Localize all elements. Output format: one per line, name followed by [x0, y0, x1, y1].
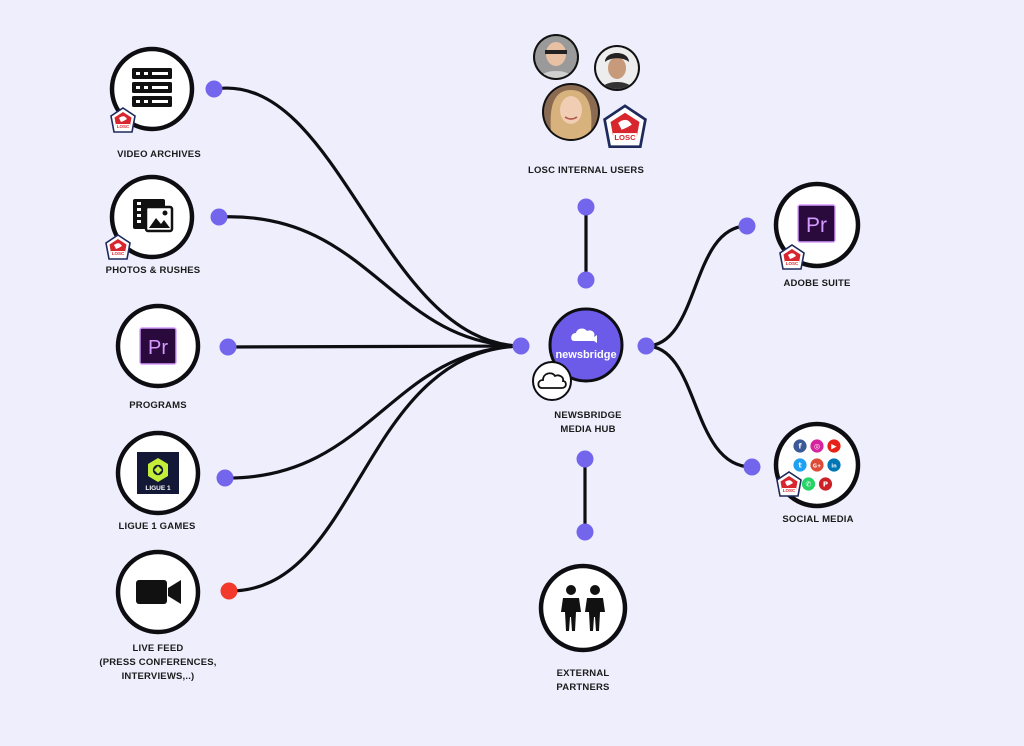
label-photos-rushes: PHOTOS & RUSHES — [105, 265, 201, 276]
avatar-curly-hair-man — [594, 45, 640, 91]
svg-text:▶: ▶ — [831, 443, 837, 451]
svg-text:in: in — [831, 464, 837, 470]
label-programs: PROGRAMS — [129, 400, 187, 411]
svg-text:✆: ✆ — [806, 481, 812, 489]
label-live-feed: LIVE FEED (PRESS CONFERENCES, INTERVIEWS… — [99, 643, 217, 682]
label-hub: NEWSBRIDGE MEDIA HUB — [554, 410, 622, 435]
hub-logo-text: newsbridge — [555, 349, 616, 361]
avatar-bald-man — [533, 34, 579, 80]
svg-text:Pr: Pr — [148, 337, 168, 359]
line-live-feed — [227, 344, 522, 593]
node-live-feed[interactable] — [115, 549, 201, 635]
svg-text:Pr: Pr — [806, 214, 827, 237]
cloud-icon — [532, 361, 572, 401]
label-external-partners: EXTERNAL PARTNERS — [556, 668, 610, 693]
connector-dot[interactable] — [210, 208, 228, 226]
line-social-media — [644, 344, 754, 469]
newsbridge-logo-icon — [571, 328, 597, 343]
connector-dot[interactable] — [512, 337, 530, 355]
node-external-partners[interactable] — [538, 563, 628, 653]
youtube-icon: ▶ — [827, 439, 841, 453]
line-ligue1 — [223, 344, 522, 480]
newsbridge-hub[interactable]: newsbridge — [532, 307, 624, 401]
connector-dot[interactable] — [738, 217, 756, 235]
whatsapp-icon: ✆ — [801, 477, 816, 491]
live-connector-dot[interactable] — [220, 582, 238, 600]
svg-text:◎: ◎ — [814, 443, 820, 451]
line-photos-rushes — [217, 215, 522, 348]
connector-dot[interactable] — [577, 198, 595, 216]
connector-dot[interactable] — [219, 338, 237, 356]
server-icon — [132, 68, 172, 107]
node-photos-rushes[interactable] — [105, 174, 195, 260]
node-programs[interactable]: Pr — [115, 303, 201, 389]
label-ligue1-games: LIGUE 1 GAMES — [118, 521, 196, 532]
svg-text:f: f — [798, 443, 802, 451]
premiere-pro-icon: Pr — [797, 204, 836, 243]
connector-dot[interactable] — [205, 80, 223, 98]
label-internal-users: LOSC INTERNAL USERS — [527, 165, 645, 176]
ligue1-logo-icon: LIGUE 1 — [137, 452, 179, 494]
connector-dot[interactable] — [743, 458, 761, 476]
svg-text:P: P — [823, 481, 828, 489]
pinterest-icon: P — [818, 477, 833, 491]
node-ligue1-games[interactable]: LIGUE 1 — [115, 430, 201, 516]
connector-dot[interactable] — [637, 337, 655, 355]
losc-badge-icon — [603, 104, 647, 149]
google-plus-icon: G+ — [810, 458, 824, 472]
connector-dot[interactable] — [576, 523, 594, 541]
twitter-icon: t — [793, 458, 807, 472]
linkedin-icon: in — [827, 458, 841, 472]
social-icons: f ◎ ▶ t G+ in ✆ P — [793, 439, 841, 491]
connector-dots — [205, 80, 761, 600]
label-social-media: SOCIAL MEDIA — [782, 514, 854, 525]
line-video-archives — [212, 86, 522, 348]
svg-text:t: t — [798, 462, 802, 470]
connector-dot[interactable] — [577, 271, 595, 289]
node-video-archives[interactable] — [109, 46, 195, 133]
svg-text:G+: G+ — [813, 464, 821, 470]
video-camera-icon — [136, 580, 181, 604]
node-social-media[interactable]: f ◎ ▶ t G+ in ✆ P — [773, 421, 861, 509]
node-adobe-suite[interactable]: Pr — [773, 181, 861, 270]
svg-text:LIGUE 1: LIGUE 1 — [145, 485, 171, 492]
premiere-pro-icon: Pr — [139, 327, 177, 365]
partners-icon — [561, 585, 605, 631]
instagram-icon: ◎ — [810, 439, 824, 453]
label-adobe-suite: ADOBE SUITE — [783, 278, 851, 289]
photo-gallery-icon — [133, 199, 174, 233]
internal-users-group[interactable] — [533, 34, 647, 149]
connector-dot[interactable] — [576, 450, 594, 468]
line-programs — [226, 344, 522, 349]
avatar-blonde-woman — [542, 83, 600, 141]
connector-dot[interactable] — [216, 469, 234, 487]
line-adobe-suite — [644, 224, 749, 348]
label-video-archives: VIDEO ARCHIVES — [117, 149, 201, 160]
facebook-icon: f — [793, 439, 807, 453]
connection-lines — [212, 86, 754, 593]
